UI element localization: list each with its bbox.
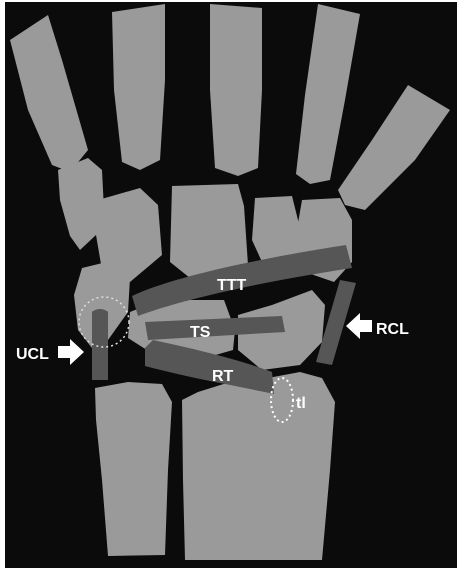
label-tl: tl [296, 395, 306, 412]
label-rcl: RCL [376, 321, 409, 338]
label-ts: TS [190, 324, 211, 341]
ligament-ucl [92, 309, 108, 380]
label-ucl: UCL [16, 346, 49, 363]
carpal-capitate [170, 184, 248, 278]
label-rt: RT [212, 368, 234, 385]
ulna [95, 382, 172, 556]
finger-3 [210, 4, 262, 176]
label-ttt: TTT [217, 277, 247, 294]
radius [182, 372, 335, 560]
